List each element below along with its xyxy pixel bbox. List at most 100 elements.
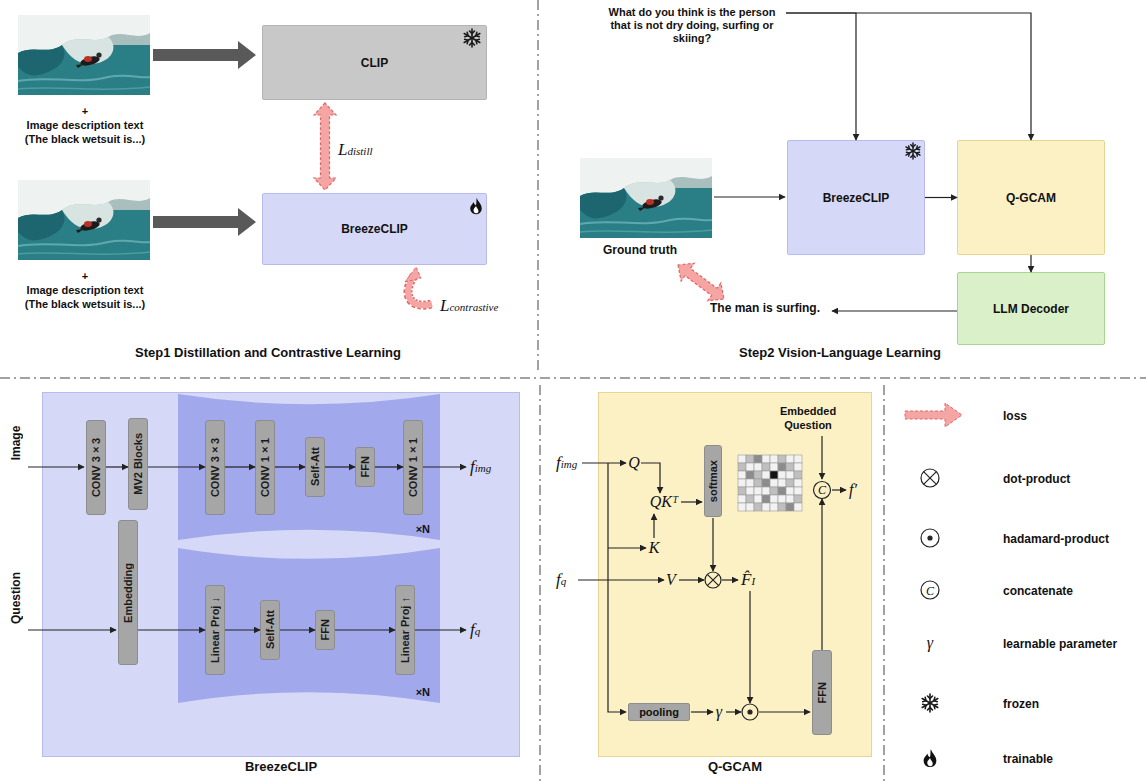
node-text: C <box>818 484 826 496</box>
layer-block: CONV 1×1 <box>255 420 275 515</box>
math-symbol: V <box>666 571 676 589</box>
hadamard-symbol <box>928 536 932 540</box>
node-text: softmax <box>706 460 720 502</box>
repeat-count: ×N <box>416 523 440 540</box>
loss-label: Lcontrastive <box>440 297 498 316</box>
flow-arrow <box>832 310 957 311</box>
feature-label: fq <box>556 571 566 590</box>
label-wrap: fq <box>556 571 566 590</box>
edge-label-wrap: Ldistill <box>338 141 373 160</box>
node-text: Image description text (The black wetsui… <box>18 118 152 146</box>
label-wrap: K <box>649 539 660 557</box>
label-wrap: C <box>926 581 934 599</box>
legend-text: frozen <box>1003 697 1039 712</box>
node-text: FFN <box>358 456 372 477</box>
node-text: CONV 3×3 <box>208 438 222 497</box>
layer-block: CONV 3×3 <box>86 420 106 515</box>
flow-arrow <box>925 197 957 198</box>
panel-title: BreezeCLIP <box>43 759 519 775</box>
step-caption: Step1 Distillation and Contrastive Learn… <box>135 345 401 361</box>
layer-block: Self-Att <box>305 437 325 497</box>
node-text: Image description text (The black wetsui… <box>18 283 152 311</box>
flow-arrow <box>786 13 1031 140</box>
label-wrap: fq <box>470 621 480 640</box>
input-label: Embedded Question <box>776 404 840 432</box>
concat-node: C <box>813 481 831 499</box>
contrastive-loss-arrow <box>405 267 421 282</box>
model-box: BreezeCLIP <box>787 140 925 255</box>
label-wrap: Q <box>628 454 640 472</box>
legend-text: concatenate <box>1003 584 1073 599</box>
input-arrow <box>153 208 256 236</box>
feature-label: fimg <box>556 454 577 473</box>
circle-outline <box>814 482 831 499</box>
layer-block: MV2 Blocks <box>128 418 148 510</box>
math-symbol: Q <box>628 454 640 472</box>
row-label: Image <box>9 426 23 461</box>
node-text: pooling <box>639 706 679 718</box>
label-wrap: γ <box>716 703 722 721</box>
panel-title: Q-GCAM <box>599 759 871 775</box>
node-text: BreezeCLIP <box>823 191 890 205</box>
section-divider <box>538 0 539 372</box>
module-box: Q-GCAM <box>957 140 1105 255</box>
label-wrap: Step1 Distillation and Contrastive Learn… <box>135 343 401 361</box>
legend-loss-sample <box>905 403 962 427</box>
layer-block: Linear Proj ↑ <box>395 585 415 675</box>
node-text: Ground truth <box>592 244 688 257</box>
loss-arrow <box>314 103 336 190</box>
node-text: CONV 1×1 <box>258 438 272 497</box>
legend-text: hadamard-product <box>1003 532 1109 547</box>
layer-block: CONV 3×3 <box>205 420 225 515</box>
label-wrap: Embedded Question <box>776 404 840 433</box>
legend-row: trainable <box>1003 749 1053 767</box>
decoder-box: LLM Decoder <box>957 272 1105 345</box>
label-wrap: QKᵀ <box>650 493 678 511</box>
legend-row: hadamard-product <box>1003 529 1109 547</box>
flow-arrow <box>1030 255 1031 272</box>
legend-text: dot-product <box>1003 472 1070 487</box>
dot-product-symbol <box>924 472 937 485</box>
concat-symbol <box>921 581 939 599</box>
node-text: LLM Decoder <box>993 302 1069 316</box>
surf-photo <box>580 158 712 238</box>
section-divider <box>884 385 885 781</box>
node-text: + <box>18 104 152 118</box>
step-caption: Step2 Vision-Language Learning <box>739 345 941 361</box>
legend-text: loss <box>1003 409 1027 424</box>
math-symbol: F̂I <box>741 571 755 590</box>
node-text: Q-GCAM <box>1006 191 1056 205</box>
node-text: CLIP <box>361 56 388 70</box>
node-text: Self-Att <box>263 610 277 649</box>
label-wrap: γ <box>927 634 933 652</box>
node-text: FFN <box>815 682 829 703</box>
feature-label: fimg <box>470 458 491 477</box>
row-label: Question <box>9 572 23 624</box>
contrastive-loss-arrow <box>405 267 432 305</box>
loss-label: Ldistill <box>338 141 373 160</box>
node-text: MV2 Blocks <box>131 433 145 495</box>
model-box: CLIP <box>262 25 487 100</box>
legend-symbol: C <box>926 585 934 597</box>
module-panel: softmaxCFFNpoolingQ-GCAM <box>598 392 872 757</box>
label-wrap: F̂I <box>741 571 755 590</box>
band-shape <box>178 548 440 703</box>
layer-block: softmax <box>704 445 722 517</box>
math-symbol: γ <box>716 703 722 721</box>
label-wrap: Lcontrastive <box>440 297 498 316</box>
image-text-input: +Image description text (The black wetsu… <box>18 177 152 327</box>
label-wrap: Image <box>9 426 23 465</box>
node-text: What do you think is the person that is … <box>602 6 782 45</box>
legend-text: trainable <box>1003 752 1053 767</box>
math-symbol: K <box>649 539 660 557</box>
layer-block: Self-Att <box>260 600 280 660</box>
section-divider <box>540 385 541 781</box>
node-text: Linear Proj ↓ <box>208 597 222 663</box>
layer-block: Linear Proj ↓ <box>205 585 225 675</box>
label-wrap: fimg <box>470 458 491 477</box>
legend-loss-sample <box>905 403 962 427</box>
label-wrap: f′ <box>849 481 857 499</box>
loss-arrow <box>678 263 724 300</box>
input-arrow <box>153 41 256 69</box>
